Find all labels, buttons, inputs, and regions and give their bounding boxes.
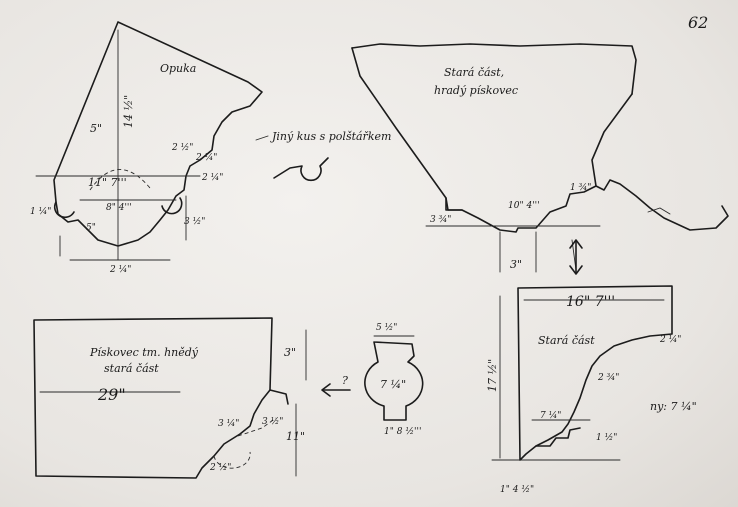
opuka-dim-5b: 5" [86, 223, 96, 233]
piskovec-dim-11: 11" [286, 430, 305, 443]
opuka-title: Opuka [160, 62, 196, 75]
opuka-dim-2b: 2 ¼" [195, 152, 217, 163]
bottom-right-side-note: ny: 7 ¼" [650, 400, 697, 413]
cushion-note-text: Jiný kus s polštářkem [270, 130, 391, 143]
opuka-dim-1: 1 ¼" [30, 206, 51, 217]
double-arrow [569, 239, 583, 275]
piskovec-dim-3b: 3 ½" [262, 416, 283, 427]
top-right-dim-10: 10" 4''' [508, 201, 540, 211]
opuka-dim-2c: 2 ¼" [109, 264, 131, 275]
opuka-profile: Opuka 5" 14 ½" 11" 7''' 8" 4''' 2 ½" 2 ¼… [30, 21, 263, 275]
bottom-right-dim-2a: 2 ¼" [659, 334, 681, 345]
opuka-dim-11: 11" 7''' [88, 176, 127, 189]
question-arrow: ? [321, 374, 351, 397]
cushion-note: Jiný kus s polštářkem [255, 130, 391, 182]
question-mark: ? [342, 374, 348, 387]
round-section: 5 ½" 7 ¼" 1" 8 ½''' [364, 322, 424, 437]
bottom-right-dim-17: 17 ½" [486, 359, 499, 392]
opuka-dim-8: 8" 4''' [106, 203, 132, 213]
opuka-dim-2a: 2 ½" [171, 142, 193, 153]
bottom-right-dim-16: 16" 7''' [566, 294, 615, 310]
opuka-dim-2d: 2 ¼" [201, 172, 223, 183]
piskovec-title-2: stará část [104, 362, 159, 375]
piskovec-dim-3: 3" [284, 346, 296, 359]
round-dim-1: 1" 8 ½''' [384, 426, 421, 437]
bottom-right-title: Stará část [538, 334, 595, 347]
bottom-right-dim-2b: 2 ¾" [597, 372, 619, 383]
piskovec-dim-29: 29" [97, 385, 126, 404]
bottom-right-dim-1: 1" 4 ½" [500, 484, 534, 495]
opuka-dim-14: 14 ½" [122, 95, 135, 128]
stara-cast-profile-bottom: 16" 7''' 17 ½" Stará část 2 ¼" 2 ¾" 7 ¼"… [486, 285, 697, 495]
top-right-dim-3b: 3" [510, 258, 522, 271]
top-right-title-2: hradý pískovec [434, 84, 518, 97]
top-right-dim-3: 3 ¾" [430, 214, 451, 225]
top-right-title-1: Stará část, [444, 66, 504, 79]
opuka-dim-3: 3 ½" [184, 216, 205, 227]
stara-cast-profile-top: Stará část, hradý pískovec 10" 4''' 3 ¾"… [351, 43, 729, 273]
bottom-right-dim-7: 7 ¼" [540, 410, 561, 421]
top-right-dim-1: 1 ¾" [570, 182, 591, 193]
piskovec-profile: Pískovec tm. hnědý stará část 29" 3" 11"… [33, 317, 307, 479]
page-number: 62 [688, 13, 708, 32]
bottom-right-dim-1b: 1 ½" [596, 432, 617, 443]
piskovec-title-1: Pískovec tm. hnědý [89, 346, 199, 359]
round-dim-5: 5 ½" [376, 322, 397, 333]
piskovec-dim-3a: 3 ¼" [218, 418, 239, 429]
piskovec-dim-2: 2 ½" [209, 462, 231, 473]
opuka-dim-5: 5" [90, 122, 102, 135]
round-dim-7: 7 ¼" [380, 378, 406, 391]
